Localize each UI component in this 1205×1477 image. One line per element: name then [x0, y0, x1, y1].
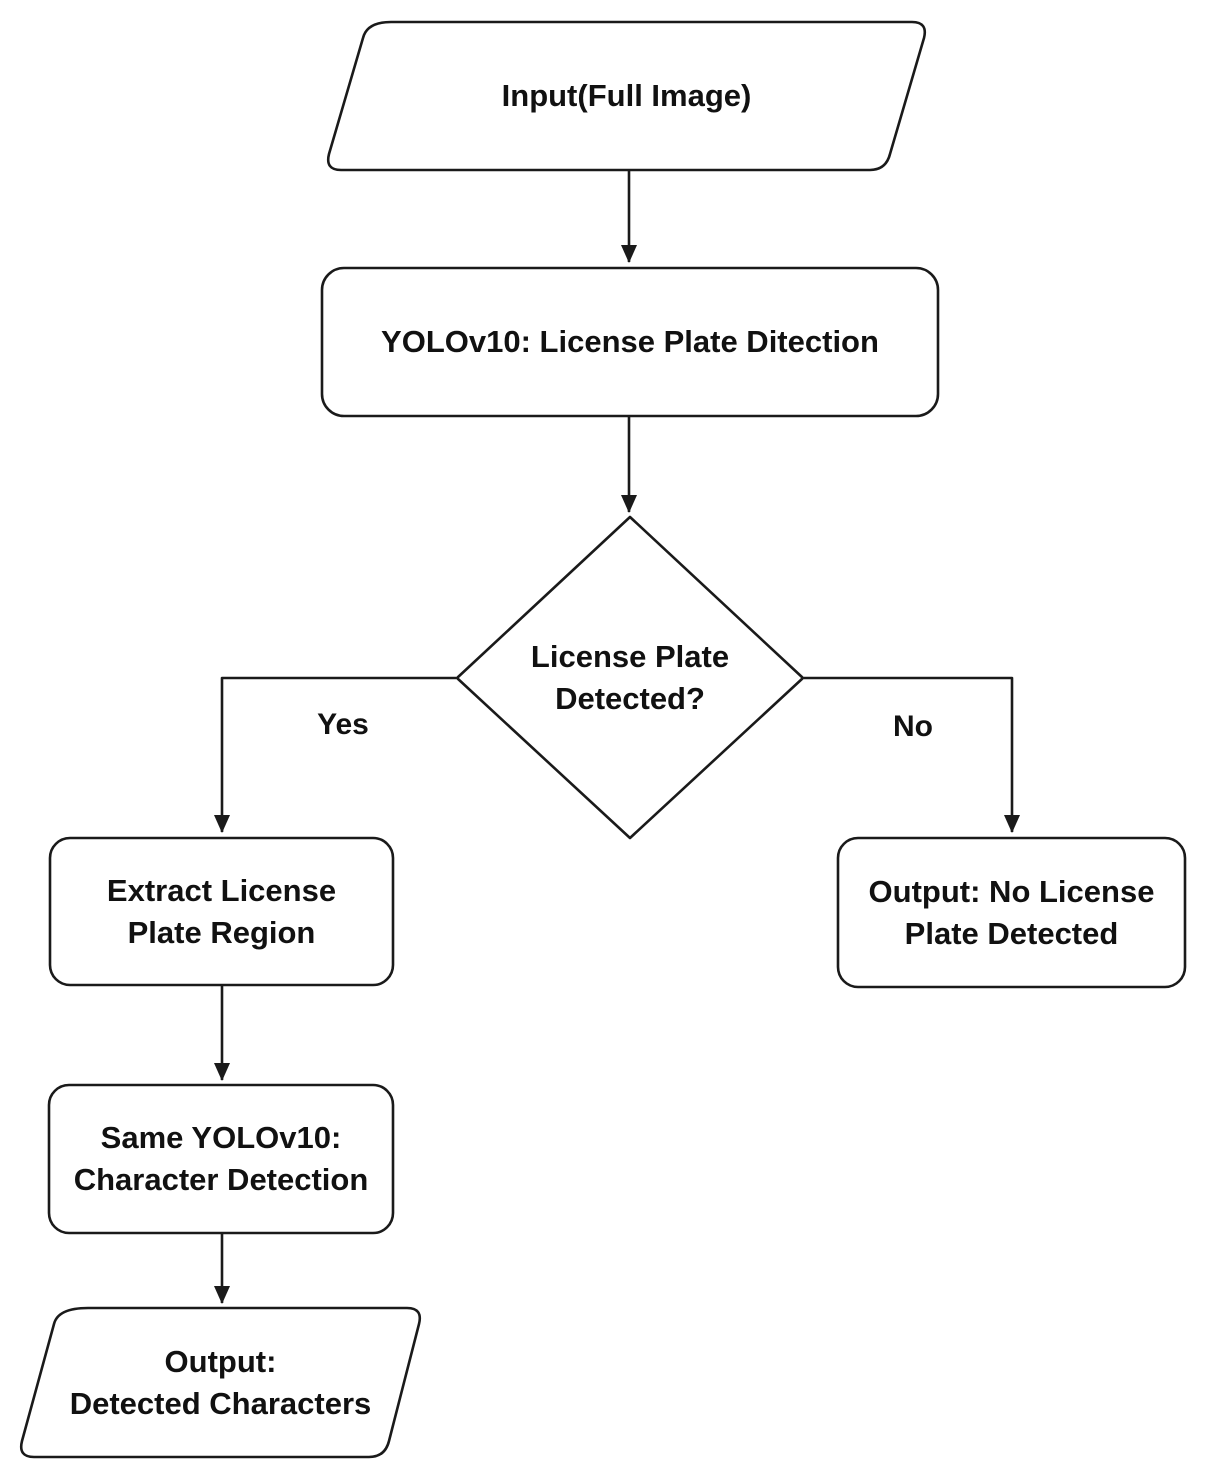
- connector-yes-branch: [214, 676, 456, 833]
- node-output-no-plate-shape: [836, 836, 1187, 989]
- node-input-shape: [326, 20, 927, 172]
- edge-label-no: No: [893, 710, 933, 743]
- edge-label-yes: Yes: [317, 708, 369, 741]
- node-output-characters-shape: [19, 1306, 422, 1459]
- node-plate-detection-shape: [320, 266, 940, 418]
- node-extract-region-shape: [48, 836, 395, 987]
- node-char-detection-shape: [47, 1083, 395, 1235]
- node-decision-shape: [455, 515, 805, 840]
- connector-no-branch: [804, 676, 1020, 833]
